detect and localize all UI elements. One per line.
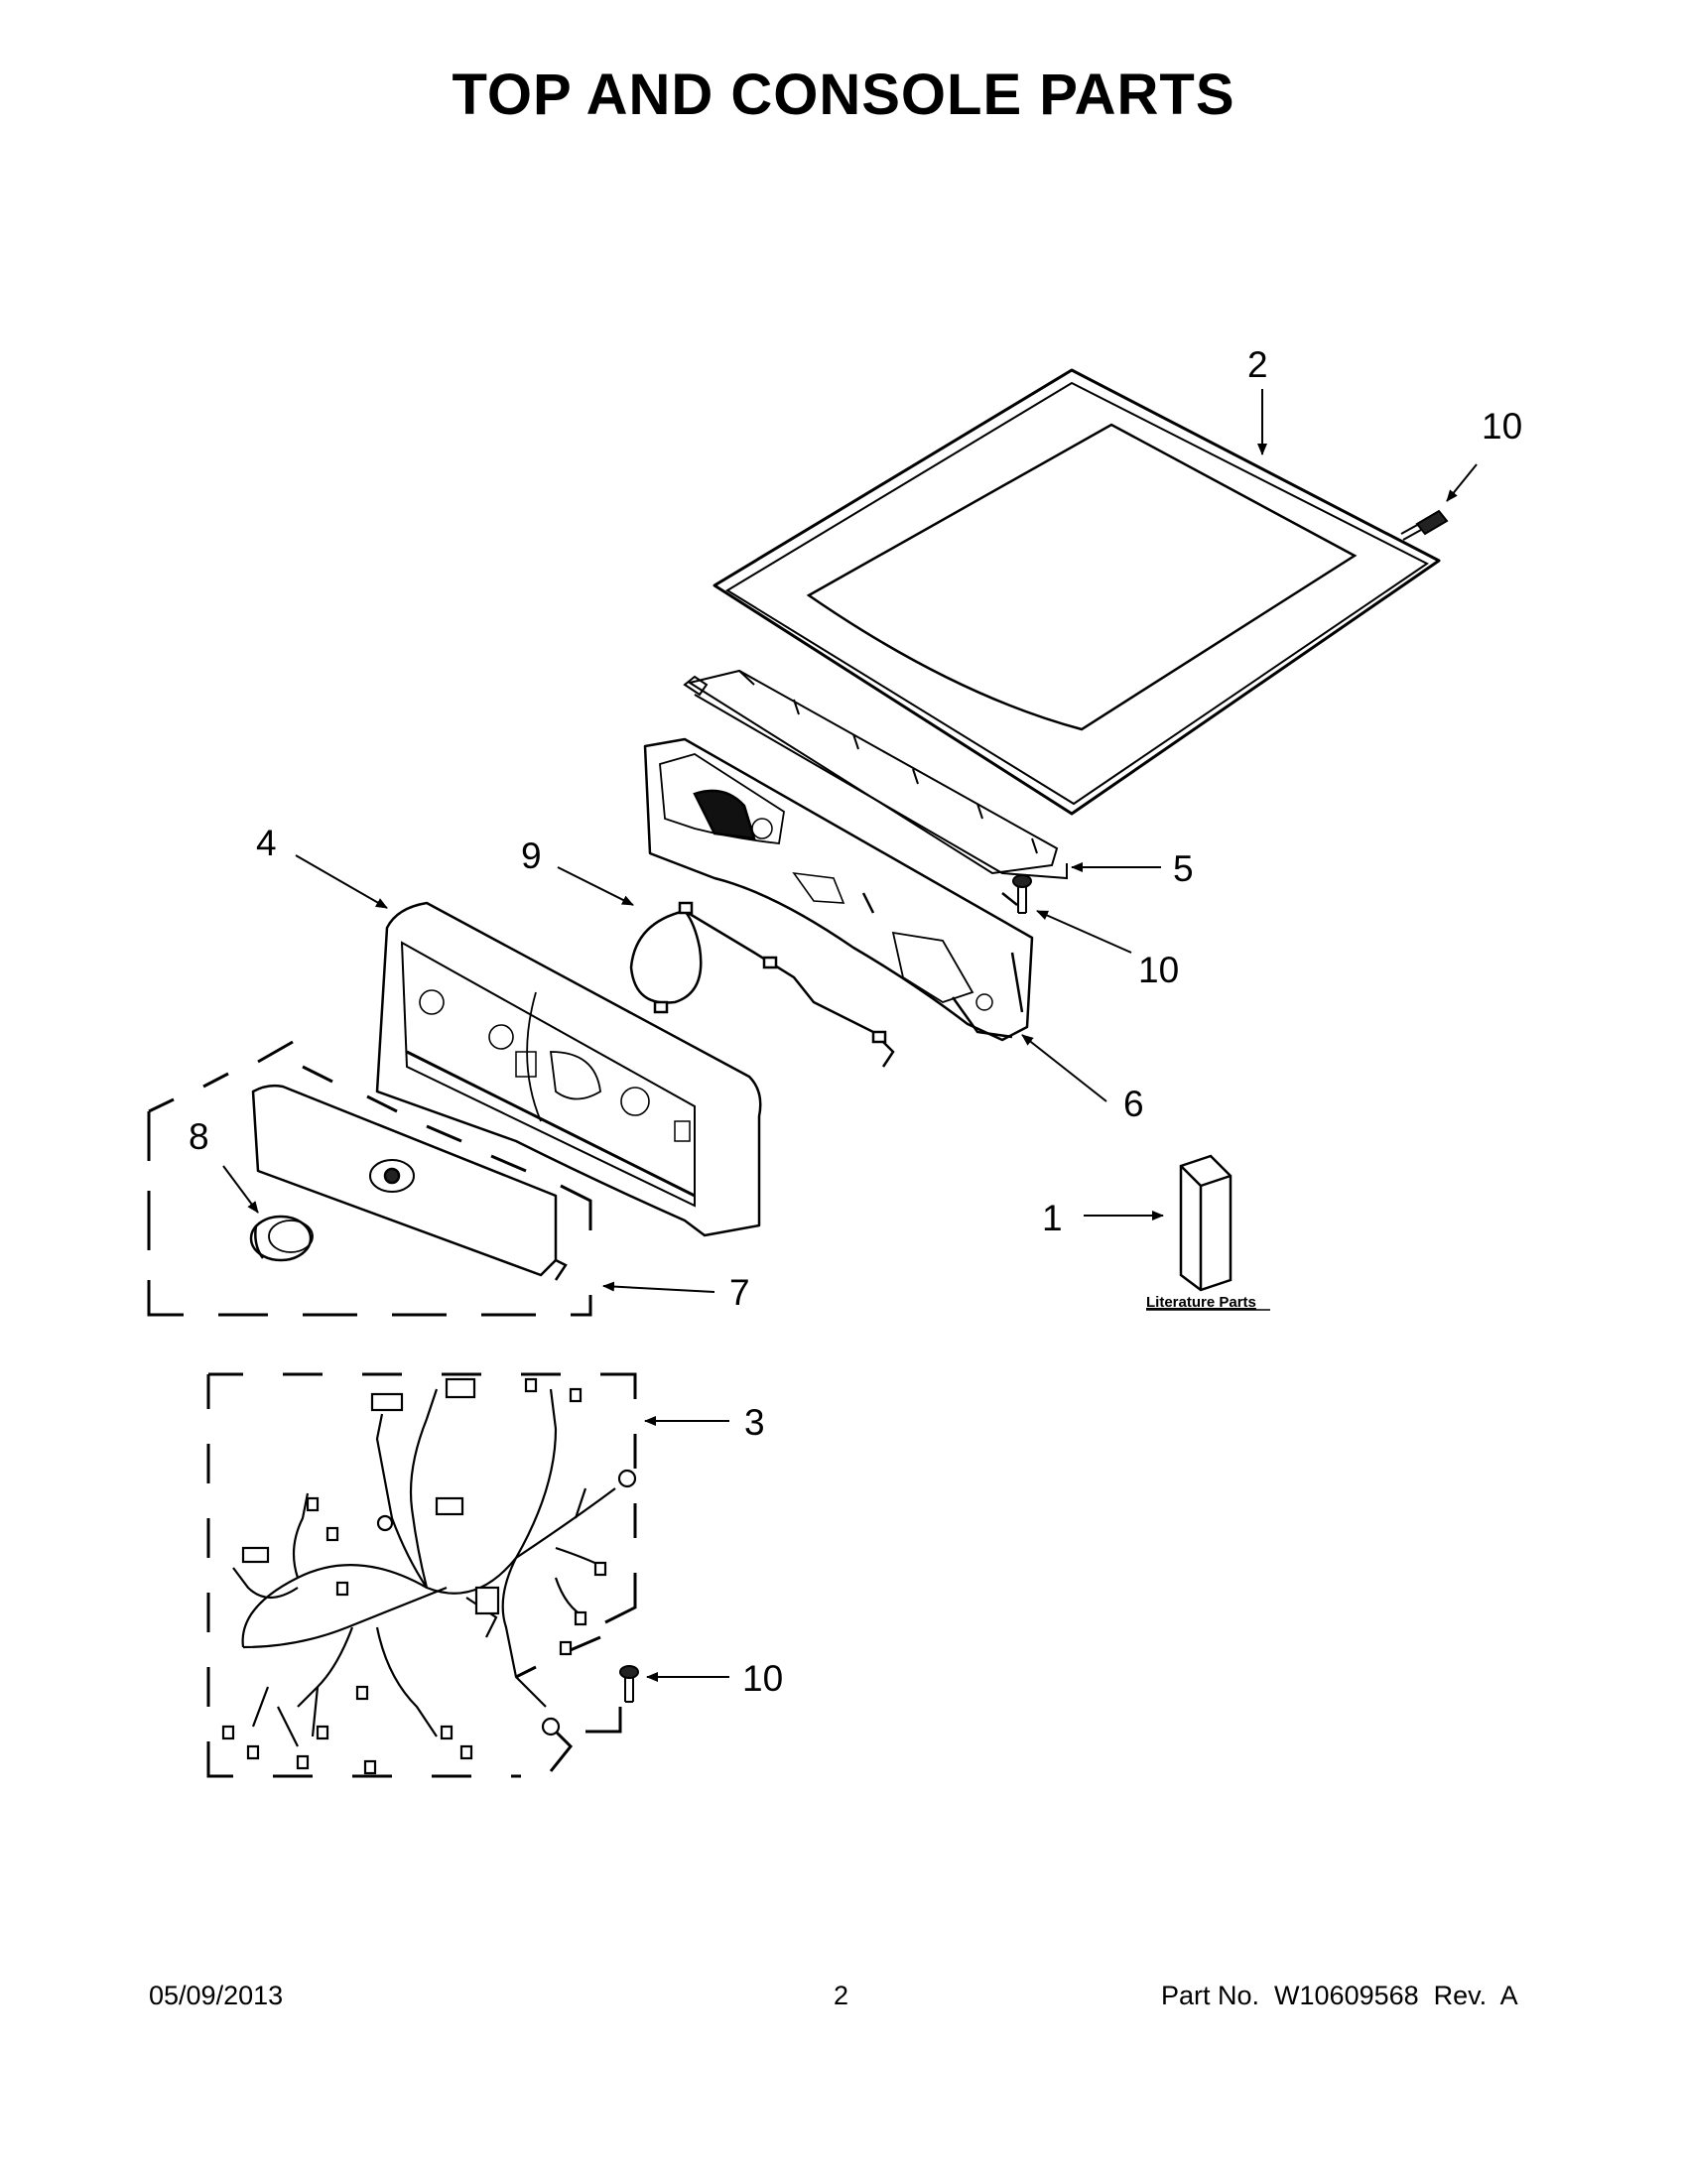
callout-10-harness: 10 — [742, 1658, 783, 1699]
callout-3: 3 — [744, 1402, 765, 1443]
screw-part-frame — [1012, 874, 1032, 914]
knob-part — [249, 1215, 314, 1262]
callout-5: 5 — [1173, 848, 1194, 889]
footer-date: 05/09/2013 — [149, 1981, 284, 2010]
bracket-part — [683, 669, 1068, 880]
top-panel-part — [713, 368, 1441, 816]
callout-6: 6 — [1123, 1084, 1144, 1124]
callout-8: 8 — [189, 1116, 209, 1157]
wire-harness-group — [206, 1372, 637, 1778]
leader-lines — [222, 389, 1478, 1682]
callout-9: 9 — [521, 835, 542, 876]
page-title: TOP AND CONSOLE PARTS — [452, 63, 1235, 127]
console-panel-group — [147, 1040, 592, 1317]
callout-7: 7 — [729, 1272, 750, 1313]
footer-part-number: Part No. W10609568 Rev. A — [1161, 1981, 1518, 2010]
wire-harness-part — [221, 1377, 637, 1775]
console-housing-part — [375, 901, 762, 1237]
screw-part-top — [1400, 509, 1449, 541]
callout-4: 4 — [256, 823, 277, 863]
screw-part-harness — [619, 1665, 639, 1703]
console-frame-part — [643, 737, 1034, 1042]
wire-part — [629, 901, 895, 1068]
literature-parts-label: Literature Parts — [1146, 1294, 1256, 1311]
literature-part — [1179, 1154, 1233, 1292]
footer-page-number: 2 — [834, 1981, 849, 2010]
callout-10-top: 10 — [1482, 406, 1522, 447]
callout-10-frame: 10 — [1138, 950, 1179, 990]
callout-2: 2 — [1247, 344, 1268, 385]
callout-1: 1 — [1042, 1198, 1063, 1238]
console-panel-part — [251, 1084, 568, 1281]
